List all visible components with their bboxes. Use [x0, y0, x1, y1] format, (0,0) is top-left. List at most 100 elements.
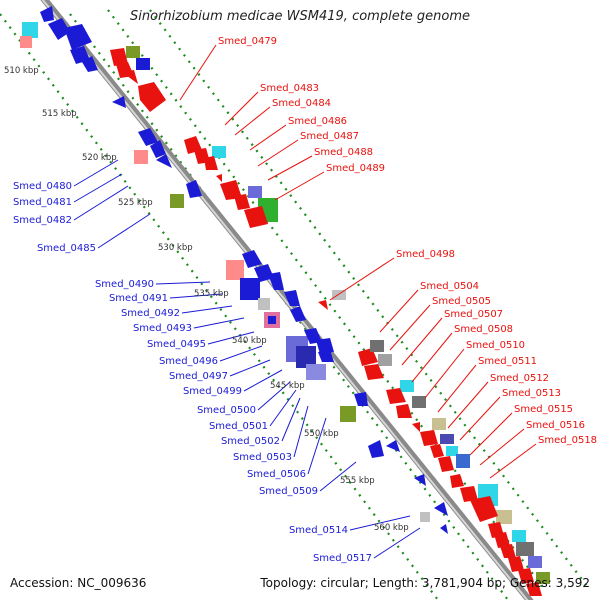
- forward-label-leader: [401, 317, 443, 366]
- kbp-tick-label: 525 kbp: [118, 198, 153, 208]
- reverse-gene-label[interactable]: Smed_0492: [121, 308, 180, 319]
- gene-block: [370, 340, 384, 352]
- genome-backbone-highlight: [41, 0, 529, 600]
- forward-gene-label[interactable]: Smed_0510: [466, 340, 525, 351]
- reverse-gene-label[interactable]: Smed_0482: [13, 215, 72, 226]
- gene-arrow: [414, 474, 426, 486]
- gene-arrow: [368, 440, 384, 458]
- reverse-gene-label[interactable]: Smed_0509: [259, 486, 318, 497]
- forward-gene-label[interactable]: Smed_0489: [326, 163, 385, 174]
- genome-title: Sinorhizobium medicae WSM419, complete g…: [129, 9, 471, 24]
- forward-gene-label[interactable]: Smed_0518: [538, 435, 597, 446]
- reverse-gene-label[interactable]: Smed_0495: [147, 339, 206, 350]
- forward-gene-label[interactable]: Smed_0507: [444, 309, 503, 320]
- kbp-tick-label: 535 kbp: [194, 289, 229, 299]
- reverse-label-leader: [319, 461, 357, 492]
- gene-block: [22, 22, 38, 38]
- forward-label-leader: [224, 91, 259, 126]
- gene-arrow: [318, 300, 328, 310]
- kbp-tick-label: 530 kbp: [158, 243, 193, 253]
- gene-block: [306, 364, 326, 380]
- gene-arrow: [318, 350, 334, 362]
- reverse-gene-label[interactable]: Smed_0503: [233, 452, 292, 463]
- kbp-tick-label: 540 kbp: [232, 336, 267, 346]
- reverse-gene-label[interactable]: Smed_0497: [169, 371, 228, 382]
- gene-block: [240, 278, 260, 300]
- gene-arrow: [204, 156, 218, 170]
- gene-block: [420, 512, 430, 522]
- forward-gene-label[interactable]: Smed_0483: [260, 83, 319, 94]
- reverse-gene-label[interactable]: Smed_0493: [133, 323, 192, 334]
- forward-gene-label[interactable]: Smed_0504: [420, 281, 479, 292]
- reverse-gene-label[interactable]: Smed_0514: [289, 525, 348, 536]
- forward-gene-label[interactable]: Smed_0512: [490, 373, 549, 384]
- gene-block: [456, 454, 470, 468]
- gene-block: [268, 316, 276, 324]
- genome-backbone: [40, 0, 534, 600]
- gene-block: [212, 146, 226, 158]
- gene-arrow: [470, 496, 498, 522]
- forward-label-leader: [329, 257, 395, 301]
- gene-arrow: [526, 582, 542, 596]
- reverse-gene-label[interactable]: Smed_0480: [13, 181, 72, 192]
- reverse-gene-label[interactable]: Smed_0490: [95, 279, 154, 290]
- forward-gene-label[interactable]: Smed_0498: [396, 249, 455, 260]
- gene-arrow: [316, 338, 334, 354]
- gene-block: [536, 572, 550, 584]
- forward-gene-label[interactable]: Smed_0508: [454, 324, 513, 335]
- reverse-gene-label[interactable]: Smed_0496: [159, 356, 218, 367]
- gene-arrow: [244, 206, 268, 228]
- reverse-gene-label[interactable]: Smed_0491: [109, 293, 168, 304]
- forward-gene-label[interactable]: Smed_0486: [288, 116, 347, 127]
- reverse-label-leader: [181, 305, 233, 314]
- gene-arrow: [430, 444, 444, 458]
- gene-arrow: [508, 556, 524, 572]
- reverse-gene-label[interactable]: Smed_0485: [37, 243, 96, 254]
- gene-arrow: [354, 392, 368, 406]
- forward-label-leader: [249, 124, 287, 151]
- reverse-gene-label[interactable]: Smed_0499: [183, 386, 242, 397]
- gene-block: [400, 380, 414, 392]
- reverse-label-leader: [257, 381, 291, 411]
- reverse-gene-label[interactable]: Smed_0517: [313, 553, 372, 564]
- reverse-gene-label[interactable]: Smed_0506: [247, 469, 306, 480]
- kbp-tick-label: 555 kbp: [340, 476, 375, 486]
- gene-arrow: [284, 290, 300, 306]
- forward-gene-label[interactable]: Smed_0479: [218, 36, 277, 47]
- forward-gene-label[interactable]: Smed_0516: [526, 420, 585, 431]
- forward-gene-label[interactable]: Smed_0515: [514, 404, 573, 415]
- topology-text: Topology: circular; Length: 3,781,904 bp…: [260, 576, 590, 590]
- gene-arrow: [216, 174, 222, 182]
- reverse-gene-label[interactable]: Smed_0501: [209, 421, 268, 432]
- reverse-label-leader: [243, 369, 283, 392]
- forward-gene-label[interactable]: Smed_0484: [272, 98, 331, 109]
- forward-label-leader: [274, 171, 325, 201]
- kbp-tick-label: 510 kbp: [4, 66, 39, 76]
- reverse-label-leader: [73, 185, 129, 221]
- reverse-gene-label[interactable]: Smed_0502: [221, 436, 280, 447]
- reverse-gene-label[interactable]: Smed_0481: [13, 197, 72, 208]
- gene-arrow: [420, 430, 438, 446]
- forward-gene-label[interactable]: Smed_0488: [314, 147, 373, 158]
- gene-arrow: [138, 82, 166, 112]
- forward-gene-label[interactable]: Smed_0511: [478, 356, 537, 367]
- forward-gene-label[interactable]: Smed_0505: [432, 296, 491, 307]
- gene-arrow: [82, 56, 98, 72]
- gene-arrow: [138, 128, 158, 146]
- forward-gene-label[interactable]: Smed_0487: [300, 131, 359, 142]
- reverse-gene-label[interactable]: Smed_0500: [197, 405, 256, 416]
- gene-arrow: [70, 46, 90, 64]
- gene-block: [412, 396, 426, 408]
- forward-label-leader: [469, 412, 513, 456]
- reverse-label-leader: [219, 345, 263, 362]
- gene-block: [248, 186, 262, 198]
- forward-gene-label[interactable]: Smed_0513: [502, 388, 561, 399]
- reverse-label-leader: [269, 389, 297, 427]
- forward-label-leader: [389, 304, 431, 351]
- forward-label-leader: [424, 348, 465, 399]
- gene-arrow: [386, 388, 406, 404]
- gene-arrow: [412, 422, 420, 432]
